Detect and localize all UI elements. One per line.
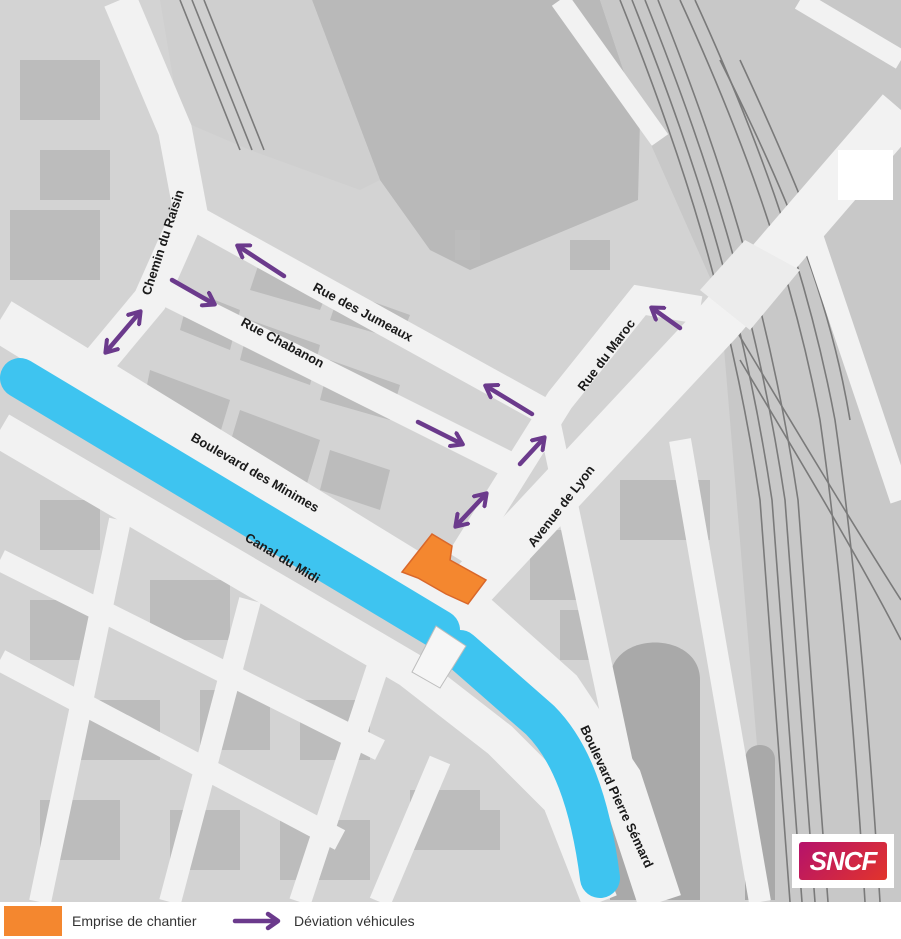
map-legend: Emprise de chantier Déviation véhicules: [0, 902, 901, 939]
deviation-arrow-rue-maroc: [517, 438, 544, 467]
legend-item-construction: Emprise de chantier: [4, 902, 197, 939]
deviation-arrow-rue-chabanon: [169, 277, 214, 304]
legend-deviation-label: Déviation véhicules: [294, 912, 415, 929]
rail-tracks: [179, 0, 901, 902]
construction-swatch: [4, 905, 62, 936]
deviation-arrow-chemin-raisin: [106, 312, 140, 352]
sncf-logo-mark: SNCF: [799, 842, 887, 880]
canal-bridge: [411, 625, 467, 689]
deviation-arrow-jumeaux-east: [486, 386, 535, 417]
map-view[interactable]: Chemin du Raisin Rue des Jumeaux Rue Cha…: [0, 0, 901, 902]
deviation-arrow-icon: [232, 911, 281, 930]
sncf-logo: SNCF: [792, 834, 894, 888]
canal-du-midi: [0, 358, 620, 898]
legend-construction-label: Emprise de chantier: [72, 912, 197, 929]
blank-tile: [838, 150, 893, 200]
industrial-lot: [160, 0, 380, 190]
legend-item-deviation: Déviation véhicules: [232, 902, 415, 939]
deviation-arrow-avenue-lyon: [652, 308, 683, 331]
deviation-arrow-chabanon-east: [415, 419, 462, 444]
warehouse-building: [312, 0, 640, 270]
rail-bridge: [700, 240, 800, 330]
deviation-arrow-maroc-south: [456, 494, 486, 526]
deviation-arrows: [106, 246, 683, 526]
construction-zone: [400, 533, 488, 605]
map-canvas: Chemin du Raisin Rue des Jumeaux Rue Cha…: [0, 0, 901, 902]
deviation-arrow-rue-jumeaux: [238, 246, 287, 279]
